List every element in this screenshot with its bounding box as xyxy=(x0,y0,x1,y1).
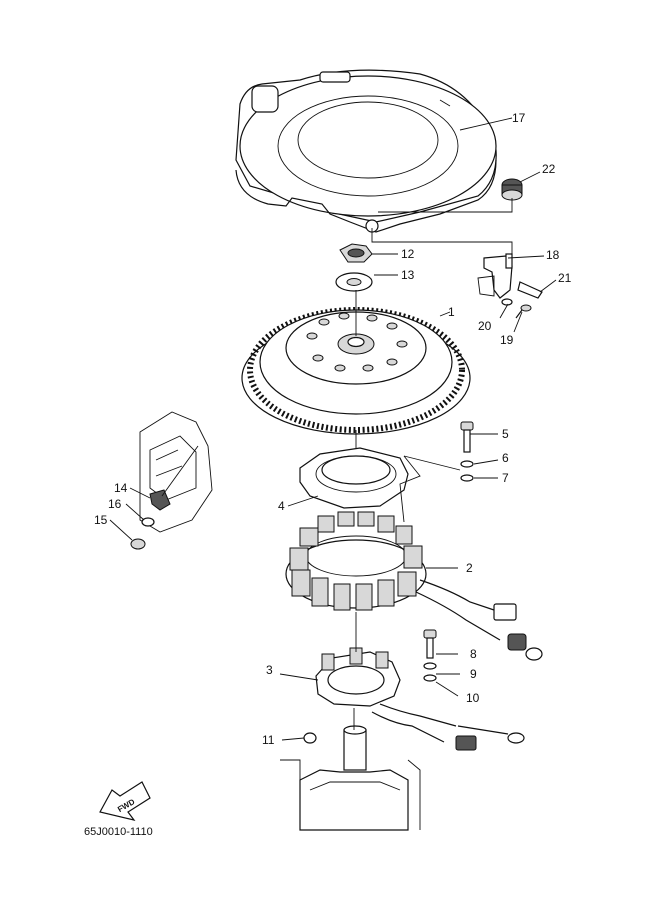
stator-assembly xyxy=(285,511,543,661)
washer-16 xyxy=(141,517,155,527)
washer-10 xyxy=(423,674,437,682)
bracket xyxy=(477,253,513,299)
label-12: 12 xyxy=(401,247,415,261)
bolt-8 xyxy=(423,629,437,659)
label-22: 22 xyxy=(542,162,556,176)
plate-ring xyxy=(299,447,409,509)
part-number-labels: 17 22 12 18 13 21 1 20 19 5 6 7 14 4 16 … xyxy=(94,111,572,747)
label-11: 11 xyxy=(262,733,275,747)
flywheel-nut xyxy=(339,243,373,263)
label-6: 6 xyxy=(502,451,509,465)
mount-plate-outline xyxy=(139,411,213,533)
label-3: 3 xyxy=(266,663,273,677)
label-18: 18 xyxy=(546,248,560,262)
leader-lines xyxy=(109,117,557,741)
label-13: 13 xyxy=(401,268,415,282)
drawing-code: 65J0010-1110 xyxy=(84,826,153,838)
washer-6 xyxy=(460,460,474,468)
label-5: 5 xyxy=(502,427,509,441)
bolt-19 xyxy=(515,304,532,319)
forward-arrow-icon: FWD xyxy=(99,781,151,821)
flywheel-cover xyxy=(235,69,497,233)
label-17: 17 xyxy=(512,111,526,125)
pulser-coil xyxy=(315,647,525,751)
label-15: 15 xyxy=(94,513,108,527)
label-1: 1 xyxy=(448,305,455,319)
washer-20 xyxy=(501,298,513,306)
washer-7 xyxy=(460,474,474,482)
grommet xyxy=(501,178,523,201)
pin-11 xyxy=(303,732,317,744)
washer-9 xyxy=(423,662,437,670)
flywheel-washer xyxy=(335,272,373,292)
label-21: 21 xyxy=(558,271,572,285)
label-16: 16 xyxy=(108,497,122,511)
bolt-15 xyxy=(130,538,146,550)
label-2: 2 xyxy=(466,561,473,575)
label-20: 20 xyxy=(478,319,492,333)
label-8: 8 xyxy=(470,647,477,661)
flywheel-magneto xyxy=(241,307,471,435)
label-14: 14 xyxy=(114,481,128,495)
label-19: 19 xyxy=(500,333,514,347)
label-7: 7 xyxy=(502,471,509,485)
cable-clamp-14 xyxy=(149,489,171,511)
label-4: 4 xyxy=(278,499,285,513)
bolt-5 xyxy=(460,421,474,453)
label-10: 10 xyxy=(466,691,480,705)
label-9: 9 xyxy=(470,667,477,681)
clip xyxy=(517,281,543,299)
crankshaft-housing xyxy=(280,725,421,831)
